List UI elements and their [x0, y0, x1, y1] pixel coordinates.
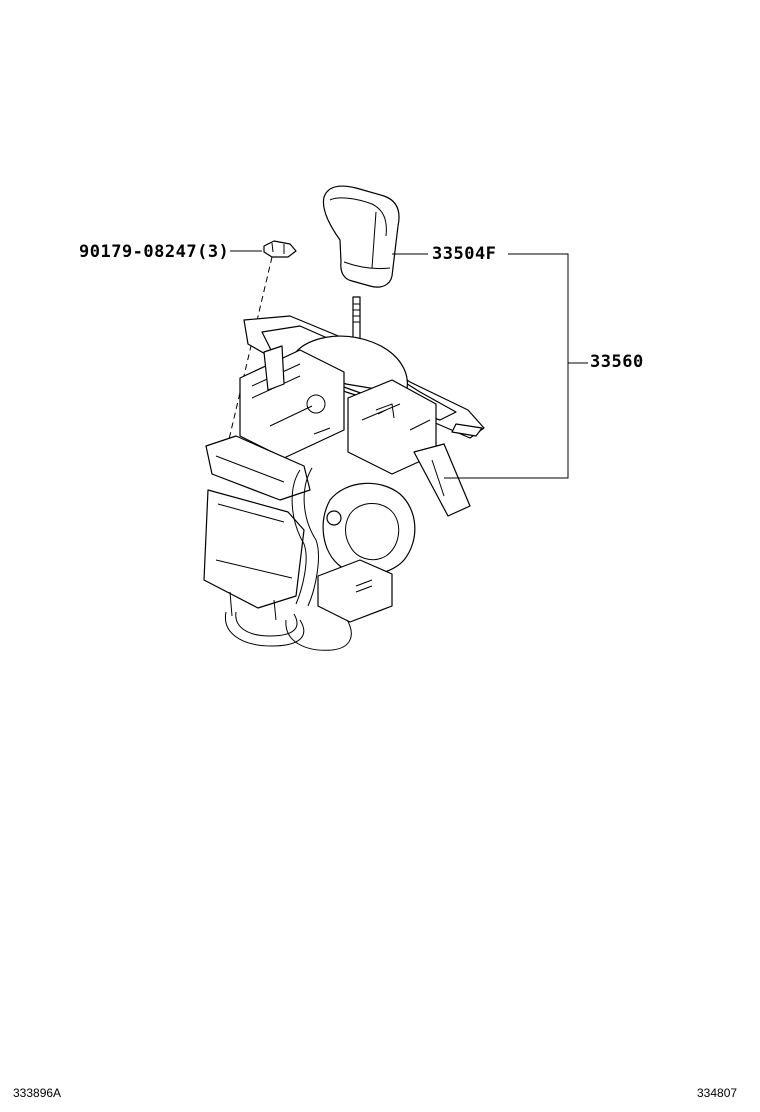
- callout-clip-part-number[interactable]: 90179-08247(3): [79, 242, 230, 262]
- leader-lines: [230, 250, 588, 479]
- clip-part[interactable]: [263, 240, 297, 258]
- callout-assembly-part-number[interactable]: 33560: [590, 352, 644, 372]
- callout-knob-part-number[interactable]: 33504F: [432, 244, 497, 264]
- shift-lever-assembly[interactable]: [203, 315, 485, 651]
- footer-left-reference: 333896A: [13, 1086, 62, 1100]
- shift-rod: [352, 296, 361, 341]
- shift-knob-part[interactable]: [322, 185, 400, 288]
- footer-right-reference: 334807: [697, 1086, 738, 1100]
- clip-leader-dashed: [225, 256, 273, 453]
